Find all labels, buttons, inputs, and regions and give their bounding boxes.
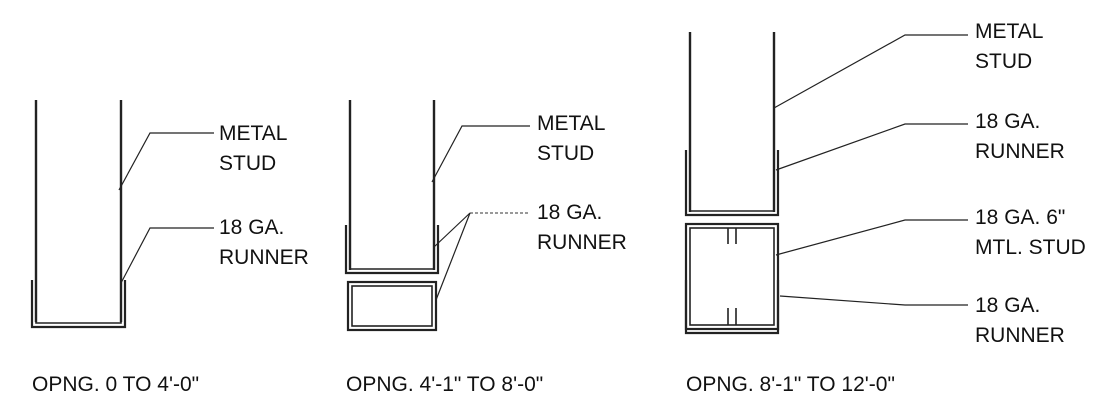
detail-3-lower-runner <box>684 280 780 335</box>
detail-3-upper-runner-inner <box>689 152 775 212</box>
detail-3-runner-1-label-line2: RUNNER <box>975 140 1065 163</box>
detail-1-opng-0-to-4-0: METAL STUD 18 GA. RUNNER OPNG. 0 TO 4'-0… <box>30 100 309 396</box>
detail-3-six-inch-stud-label-line1: 18 GA. 6" <box>975 206 1065 229</box>
detail-2-lower-runner <box>346 280 438 332</box>
detail-2-metal-stud <box>348 100 436 270</box>
detail-1-metal-stud-label-line1: METAL <box>219 122 287 145</box>
detail-1-caption: OPNG. 0 TO 4'-0" <box>32 373 199 396</box>
detail-2-opng-4-1-to-8-0: METAL STUD 18 GA. RUNNER OPNG. 4'-1" TO … <box>344 100 627 396</box>
detail-1-runner-label-line2: RUNNER <box>219 246 309 269</box>
detail-3-six-inch-stud-label-line2: MTL. STUD <box>975 236 1086 259</box>
detail-2-lower-runner-inner <box>351 285 433 327</box>
detail-3-runner-leader-1 <box>775 123 968 171</box>
detail-3-metal-stud-label-line1: METAL <box>975 20 1043 43</box>
detail-2-metal-stud-leader <box>431 125 530 183</box>
detail-3-runner-2-label-line1: 18 GA. <box>975 294 1040 317</box>
detail-3-opng-8-1-to-12-0: METAL STUD 18 GA. RUNNER 18 GA. 6" MTL. … <box>684 20 1086 396</box>
detail-2-upper-runner-inner <box>349 228 435 270</box>
detail-3-six-inch-stud-bottom-lips <box>727 308 737 325</box>
detail-2-runner-label-line2: RUNNER <box>537 231 627 254</box>
detail-1-metal-stud-label-line2: STUD <box>219 152 276 175</box>
detail-2-metal-stud-label-line2: STUD <box>537 142 594 165</box>
detail-1-metal-stud-leader <box>118 132 214 191</box>
detail-2-runner-leader-b <box>435 212 471 301</box>
detail-3-upper-runner <box>684 150 780 217</box>
detail-3-six-inch-stud-inner <box>689 227 775 326</box>
detail-2-caption: OPNG. 4'-1" TO 8'-0" <box>346 373 543 396</box>
detail-3-six-inch-stud <box>684 222 780 331</box>
detail-1-metal-stud <box>34 100 123 322</box>
detail-1-runner <box>30 280 127 329</box>
detail-2-upper-runner <box>344 225 440 275</box>
detail-3-caption: OPNG. 8'-1" TO 12'-0" <box>686 373 895 396</box>
detail-3-six-inch-stud-top-lips <box>727 228 737 244</box>
detail-3-runner-1-label-line1: 18 GA. <box>975 110 1040 133</box>
detail-1-runner-label-line1: 18 GA. <box>219 216 284 239</box>
detail-3-metal-stud-label-line2: STUD <box>975 50 1032 73</box>
detail-3-runner-2-label-line2: RUNNER <box>975 324 1065 347</box>
detail-3-six-inch-stud-leader <box>775 219 968 256</box>
detail-1-runner-inner <box>35 280 122 324</box>
detail-2-runner-label-line1: 18 GA. <box>537 201 602 224</box>
detail-2-metal-stud-label-line1: METAL <box>537 112 605 135</box>
detail-3-runner-leader-2 <box>779 295 968 306</box>
detail-3-metal-stud <box>688 32 776 212</box>
detail-2-runner-leader-a <box>433 212 471 248</box>
detail-3-metal-stud-leader <box>773 34 968 109</box>
detail-1-runner-leader <box>120 227 214 284</box>
